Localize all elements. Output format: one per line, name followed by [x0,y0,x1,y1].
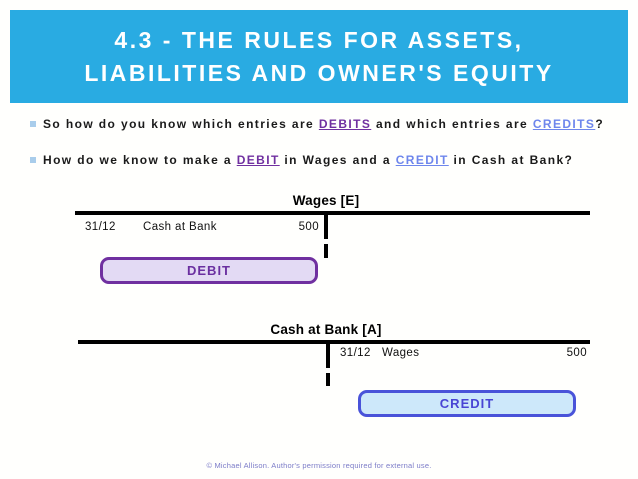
bullet-1-post: ? [595,117,605,131]
t-account-vertical-line-segment [326,373,330,386]
entry-amount: 500 [298,221,319,233]
bullet-square-icon [30,157,36,163]
bullet-2-debit-word: DEBIT [236,153,280,167]
bullet-2-pre: How do we know to make a [43,153,237,167]
entry-description: Wages [382,347,420,359]
account-title-wages: Wages [E] [292,193,360,208]
bullet-1-debit-word: DEBITS [318,117,372,131]
debit-tag: DEBIT [100,257,318,284]
entry-date: 31/12 [340,347,371,359]
bullet-2-mid: in Wages and a [279,153,396,167]
bullet-2-text: How do we know to make a DEBIT in Wages … [43,153,620,167]
bullet-1-text: So how do you know which entries are DEB… [43,117,620,131]
t-account-vertical-line-segment [326,344,330,368]
entry-description: Cash at Bank [143,221,217,233]
t-account-vertical-line-segment [324,215,328,239]
slide-title-line-2: LIABILITIES AND OWNER'S EQUITY [84,59,554,86]
entry-date: 31/12 [85,221,116,233]
account-title-cash-at-bank: Cash at Bank [A] [270,322,382,337]
bullet-square-icon [30,121,36,127]
copyright-footer: © Michael Allison. Author's permission r… [206,461,432,470]
bullet-1-pre: So how do you know which entries are [43,117,319,131]
t-account-horizontal-line [75,211,590,215]
title-banner: 4.3 - THE RULES FOR ASSETS, LIABILITIES … [10,10,628,103]
entry-amount: 500 [566,347,587,359]
bullet-1-mid: and which entries are [371,117,533,131]
bullet-2-post: in Cash at Bank? [448,153,574,167]
bullet-1-credit-word: CREDITS [532,117,596,131]
credit-tag: CREDIT [358,390,576,417]
bullet-item-1: So how do you know which entries are DEB… [28,117,620,131]
bullet-item-2: How do we know to make a DEBIT in Wages … [28,153,620,167]
slide-title-line-1: 4.3 - THE RULES FOR ASSETS, [114,26,524,53]
bullet-2-credit-word: CREDIT [395,153,449,167]
t-account-horizontal-line [78,340,590,344]
t-account-vertical-line-segment [324,244,328,258]
